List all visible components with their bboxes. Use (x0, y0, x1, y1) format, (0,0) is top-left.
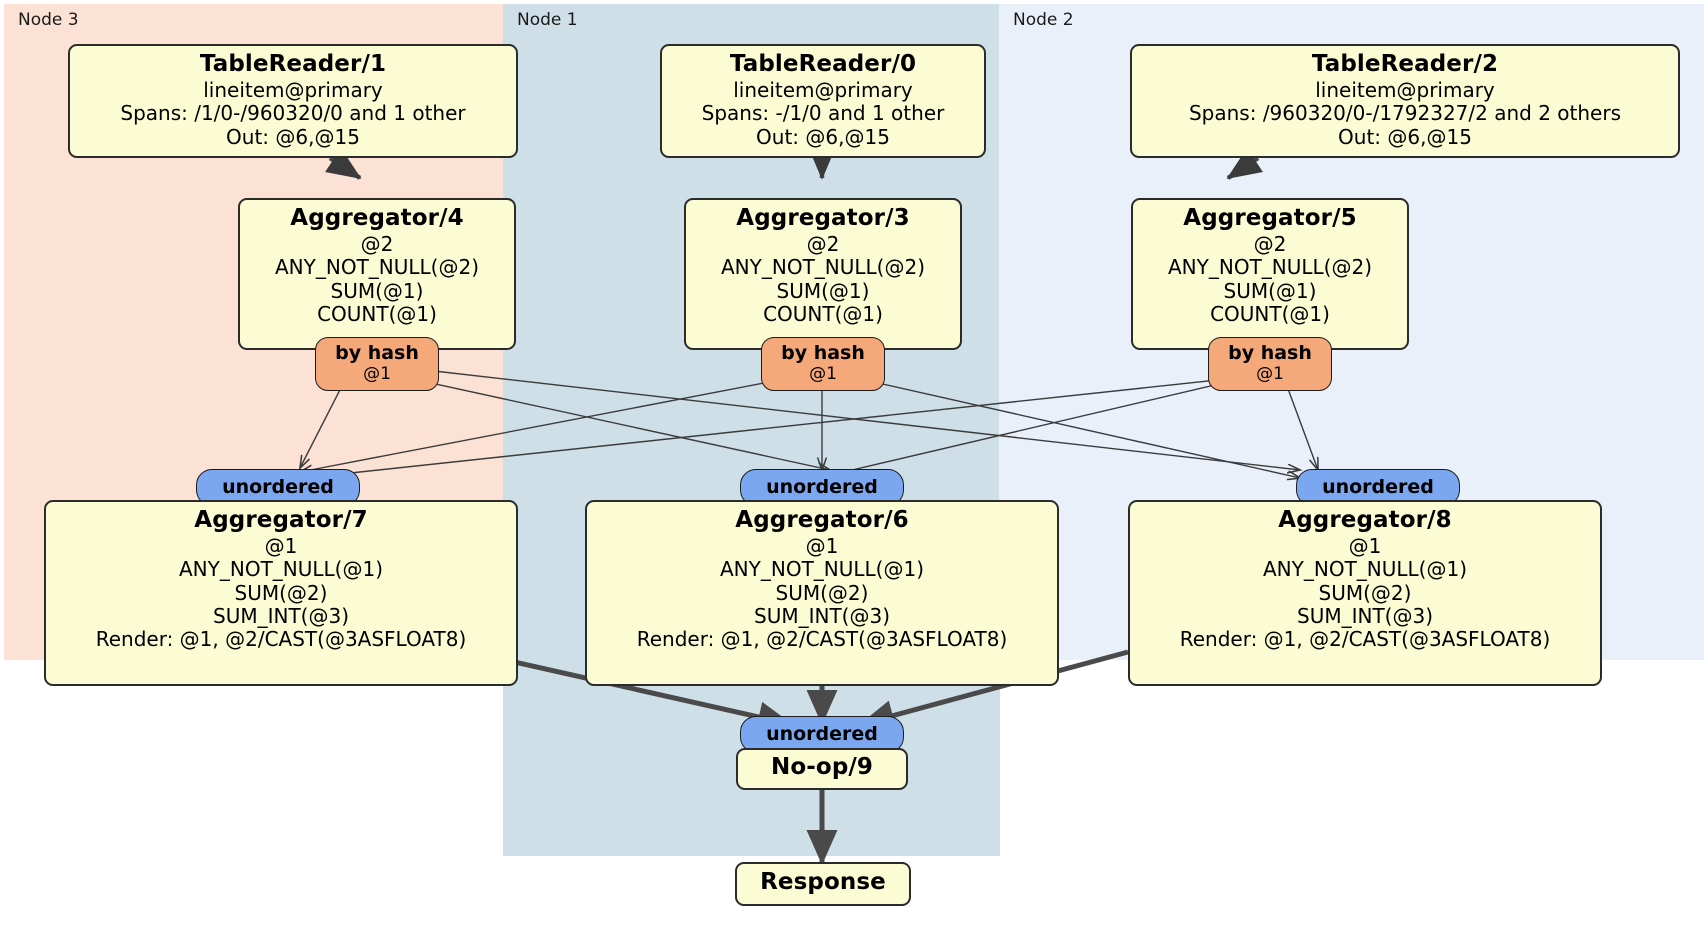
processor-line: ANY_NOT_NULL(@1) (720, 557, 924, 582)
processor-line: @2 (806, 231, 840, 256)
processor-title: Aggregator/6 (735, 507, 909, 533)
processor-line: Out: @6,@15 (1338, 124, 1472, 149)
processor-line: @1 (805, 533, 839, 558)
processor-title: TableReader/2 (1311, 51, 1499, 77)
processor-line: SUM(@2) (775, 580, 869, 605)
output-badge-by-hash-3[interactable]: by hash @1 (761, 337, 885, 391)
region-label-node-3: Node 3 (18, 10, 79, 30)
processor-aggregator-4[interactable]: Aggregator/4 @2 ANY_NOT_NULL(@2) SUM(@1)… (238, 198, 516, 350)
processor-line: SUM_INT(@3) (754, 604, 890, 629)
processor-title: Aggregator/7 (194, 507, 368, 533)
region-label-node-1: Node 1 (517, 10, 578, 30)
processor-line: ANY_NOT_NULL(@2) (1168, 255, 1372, 280)
processor-line: SUM(@1) (330, 278, 424, 303)
badge-sublabel: @1 (1256, 363, 1284, 384)
processor-line: lineitem@primary (733, 77, 913, 102)
processor-table-reader-1[interactable]: TableReader/1 lineitem@primary Spans: /1… (68, 44, 518, 158)
processor-aggregator-7[interactable]: Aggregator/7 @1 ANY_NOT_NULL(@1) SUM(@2)… (44, 500, 518, 686)
processor-line: SUM_INT(@3) (213, 604, 349, 629)
processor-line: COUNT(@1) (317, 302, 437, 327)
processor-title: No-op/9 (771, 754, 873, 780)
processor-line: Spans: /960320/0-/1792327/2 and 2 others (1188, 101, 1621, 126)
badge-label: by hash (781, 342, 865, 364)
processor-line: Out: @6,@15 (226, 124, 360, 149)
processor-render-line: Render: @1, @2/CAST(@3ASFLOAT8) (1179, 627, 1551, 652)
processor-line: COUNT(@1) (763, 302, 883, 327)
processor-title: Aggregator/3 (736, 205, 910, 231)
processor-render-line: Render: @1, @2/CAST(@3ASFLOAT8) (636, 627, 1008, 652)
processor-title: Aggregator/8 (1278, 507, 1452, 533)
region-label-node-2: Node 2 (1013, 10, 1074, 30)
processor-line: ANY_NOT_NULL(@2) (721, 255, 925, 280)
processor-table-reader-0[interactable]: TableReader/0 lineitem@primary Spans: -/… (660, 44, 986, 158)
processor-render-line: Render: @1, @2/CAST(@3ASFLOAT8) (95, 627, 467, 652)
processor-line: ANY_NOT_NULL(@1) (179, 557, 383, 582)
processor-line: lineitem@primary (203, 77, 383, 102)
processor-line: Spans: /1/0-/960320/0 and 1 other (120, 101, 466, 126)
processor-aggregator-6[interactable]: Aggregator/6 @1 ANY_NOT_NULL(@1) SUM(@2)… (585, 500, 1059, 686)
processor-line: ANY_NOT_NULL(@1) (1263, 557, 1467, 582)
input-badge-unordered-6[interactable]: unordered (740, 469, 904, 506)
processor-line: Spans: -/1/0 and 1 other (701, 101, 945, 126)
badge-sublabel: @1 (809, 363, 837, 384)
processor-line: SUM(@2) (1318, 580, 1412, 605)
processor-title: Response (760, 869, 886, 895)
processor-line: lineitem@primary (1315, 77, 1495, 102)
processor-line: SUM(@1) (1223, 278, 1317, 303)
processor-title: TableReader/0 (729, 51, 917, 77)
processor-title: Aggregator/5 (1183, 205, 1357, 231)
processor-line: SUM(@1) (776, 278, 870, 303)
processor-no-op-9[interactable]: No-op/9 (736, 748, 908, 790)
processor-aggregator-5[interactable]: Aggregator/5 @2 ANY_NOT_NULL(@2) SUM(@1)… (1131, 198, 1409, 350)
output-badge-by-hash-4[interactable]: by hash @1 (315, 337, 439, 391)
processor-line: @2 (360, 231, 394, 256)
processor-title: TableReader/1 (199, 51, 387, 77)
processor-line: Out: @6,@15 (756, 124, 890, 149)
processor-line: @2 (1253, 231, 1287, 256)
processor-aggregator-3[interactable]: Aggregator/3 @2 ANY_NOT_NULL(@2) SUM(@1)… (684, 198, 962, 350)
processor-response[interactable]: Response (735, 862, 911, 906)
processor-table-reader-2[interactable]: TableReader/2 lineitem@primary Spans: /9… (1130, 44, 1680, 158)
processor-line: @1 (264, 533, 298, 558)
badge-label: by hash (335, 342, 419, 364)
processor-line: SUM_INT(@3) (1297, 604, 1433, 629)
badge-sublabel: @1 (363, 363, 391, 384)
processor-line: ANY_NOT_NULL(@2) (275, 255, 479, 280)
output-badge-by-hash-5[interactable]: by hash @1 (1208, 337, 1332, 391)
processor-line: COUNT(@1) (1210, 302, 1330, 327)
processor-aggregator-8[interactable]: Aggregator/8 @1 ANY_NOT_NULL(@1) SUM(@2)… (1128, 500, 1602, 686)
processor-title: Aggregator/4 (290, 205, 464, 231)
processor-line: SUM(@2) (234, 580, 328, 605)
badge-label: by hash (1228, 342, 1312, 364)
processor-line: @1 (1348, 533, 1382, 558)
